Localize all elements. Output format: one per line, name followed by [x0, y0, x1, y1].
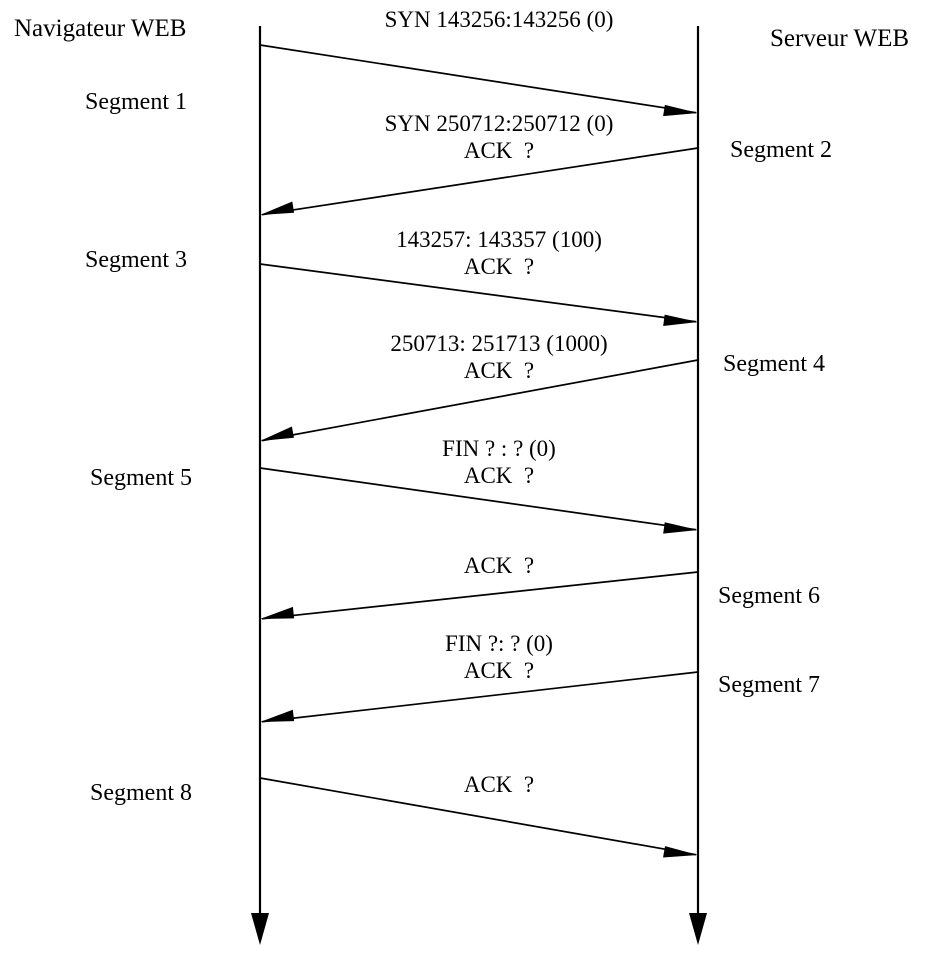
- message-label-line2-2: ACK ?: [463, 138, 535, 163]
- message-arrow-6: [260, 571, 699, 620]
- message-label-line1-2: SYN 250712:250712 (0): [384, 111, 614, 136]
- message-arrow-head-7: [260, 709, 295, 722]
- segment-label-5: Segment 5: [90, 465, 192, 491]
- message-label-line1-8: ACK ?: [463, 772, 535, 797]
- lifelines-group: [251, 26, 707, 945]
- segment-label-2: Segment 2: [730, 137, 832, 163]
- message-label-line1-5: FIN ? : ? (0): [442, 436, 556, 461]
- lifeline-end-arrow-server: [689, 913, 707, 945]
- message-arrow-shaft-4: [261, 359, 699, 442]
- message-arrow-2: [260, 147, 699, 216]
- message-label-8: ACK ?: [464, 773, 534, 796]
- message-label-line2-4: ACK ?: [463, 358, 535, 383]
- message-arrow-head-5: [663, 522, 698, 534]
- message-arrow-shaft-7: [261, 671, 699, 723]
- message-label-line1-4: 250713: 251713 (1000): [390, 331, 608, 356]
- message-arrow-4: [260, 359, 699, 442]
- message-arrow-head-4: [260, 426, 294, 441]
- message-arrow-3: [259, 263, 698, 326]
- message-arrow-shaft-5: [259, 467, 697, 531]
- lifeline-end-arrow-client: [251, 913, 269, 945]
- message-arrows-group: [259, 44, 699, 858]
- message-label-2: SYN 250712:250712 (0)ACK ?: [385, 112, 614, 162]
- message-label-line2-5: ACK ?: [463, 463, 535, 488]
- segment-label-8: Segment 8: [90, 780, 192, 806]
- message-arrow-head-6: [260, 606, 295, 619]
- message-arrow-7: [260, 671, 699, 723]
- segment-label-7: Segment 7: [718, 672, 820, 698]
- message-arrow-shaft-1: [259, 44, 697, 114]
- message-arrow-shaft-2: [261, 147, 699, 216]
- message-label-1: SYN 143256:143256 (0): [385, 8, 614, 31]
- message-label-line2-7: ACK ?: [463, 658, 535, 683]
- actor-label-client: Navigateur WEB: [14, 15, 187, 42]
- message-label-7: FIN ?: ? (0)ACK ?: [445, 632, 553, 682]
- message-arrow-head-8: [663, 846, 698, 858]
- actor-label-server: Serveur WEB: [770, 25, 910, 52]
- message-label-line1-3: 143257: 143357 (100): [396, 227, 602, 252]
- message-label-4: 250713: 251713 (1000)ACK ?: [390, 332, 607, 382]
- message-arrow-head-2: [260, 201, 295, 215]
- message-label-3: 143257: 143357 (100)ACK ?: [396, 228, 602, 278]
- message-label-line2-3: ACK ?: [463, 254, 535, 279]
- message-label-line1-1: SYN 143256:143256 (0): [384, 7, 614, 32]
- message-label-line1-7: FIN ?: ? (0): [445, 631, 553, 656]
- message-arrow-head-3: [663, 314, 698, 326]
- segment-label-1: Segment 1: [85, 89, 187, 115]
- message-arrow-shaft-8: [259, 777, 697, 856]
- segment-label-3: Segment 3: [85, 247, 187, 273]
- segment-label-4: Segment 4: [723, 351, 825, 377]
- message-arrow-5: [259, 467, 698, 534]
- message-arrow-head-1: [663, 104, 698, 117]
- message-arrow-8: [259, 777, 698, 858]
- message-arrow-shaft-3: [259, 263, 697, 323]
- message-label-5: FIN ? : ? (0)ACK ?: [442, 437, 556, 487]
- segment-label-6: Segment 6: [718, 583, 820, 609]
- message-arrow-shaft-6: [261, 571, 699, 620]
- message-label-6: ACK ?: [464, 554, 534, 577]
- message-label-line1-6: ACK ?: [463, 553, 535, 578]
- message-arrow-1: [259, 44, 698, 117]
